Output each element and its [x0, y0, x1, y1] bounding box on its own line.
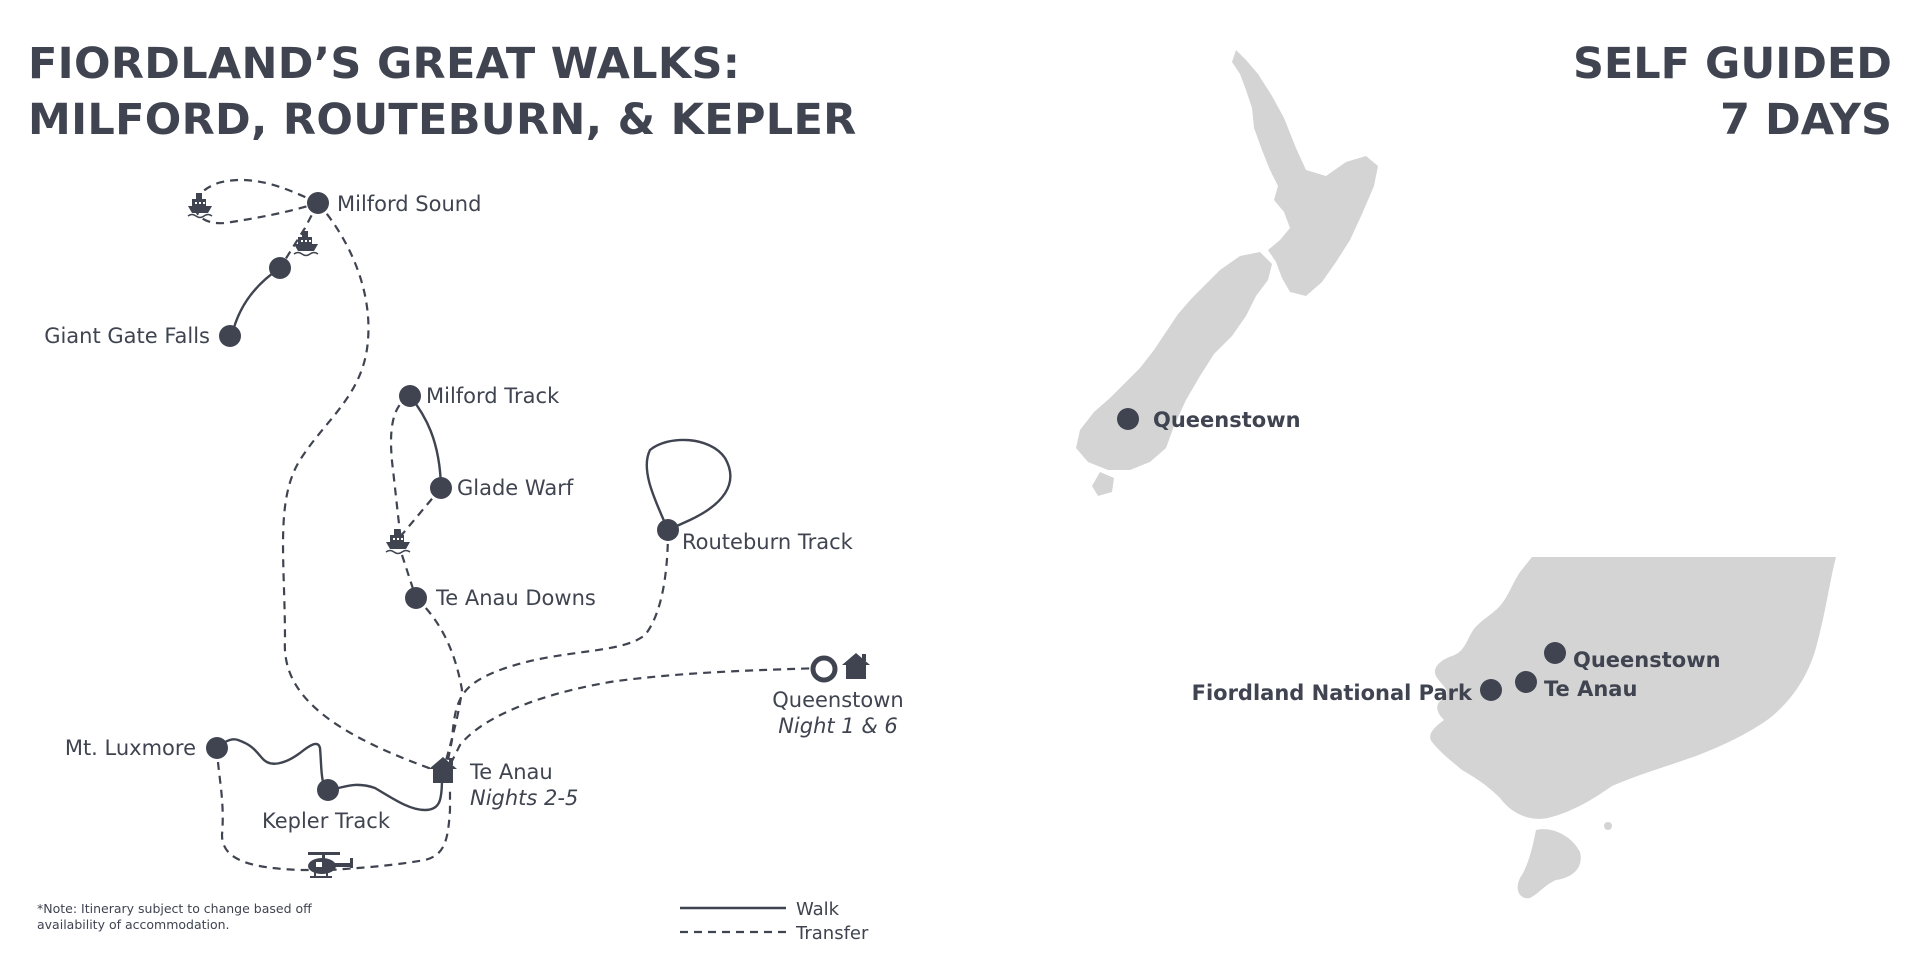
transfer-milford-track-boat — [389, 395, 411, 540]
transfer-boat-te-anau-downs — [400, 554, 418, 599]
walk-giant-gate — [230, 267, 281, 336]
transfer-milford-sound-boat — [279, 202, 319, 269]
label-routeburn-track: Routeburn Track — [682, 530, 854, 554]
stewart-island-shape — [1092, 472, 1114, 496]
boat-icon — [293, 230, 319, 257]
label-milford-sound: Milford Sound — [337, 192, 481, 216]
stop-te-anau-downs — [405, 587, 427, 609]
badge-line-2: 7 DAYS — [1720, 95, 1892, 145]
helicopter-icon — [308, 852, 353, 878]
stop-giant-gate-falls — [219, 325, 241, 347]
transfer-milford-sound-loop — [194, 178, 319, 225]
stop-mt-luxmore — [206, 737, 228, 759]
region-land-shape — [1430, 557, 1836, 819]
boat-icon — [187, 192, 213, 219]
transfer-te-anau-downs-te-anau — [415, 597, 464, 769]
footnote-line-2: availability of accommodation. — [37, 917, 230, 932]
region-small-island — [1517, 829, 1581, 899]
stop-giant-gate-upper — [269, 257, 291, 279]
label-te-anau: Te Anau — [469, 760, 553, 784]
south-island-shape — [1076, 252, 1272, 470]
walk-routeburn-loop — [645, 438, 732, 532]
transfer-queenstown-te-anau — [449, 666, 824, 766]
label-kepler-track: Kepler Track — [262, 809, 391, 833]
footnote-line-1: *Note: Itinerary subject to change based… — [37, 901, 312, 916]
marker-fiordland-inset — [1480, 679, 1502, 701]
label-giant-gate-falls: Giant Gate Falls — [44, 324, 210, 348]
house-icon — [842, 653, 870, 679]
walk-kepler-track — [216, 738, 444, 812]
label-te-anau-downs: Te Anau Downs — [435, 586, 596, 610]
legend-walk-label: Walk — [796, 899, 840, 920]
legend-transfer-label: Transfer — [795, 923, 869, 944]
label-te-anau-nights: Nights 2-5 — [470, 786, 578, 810]
label-milford-track: Milford Track — [426, 384, 560, 408]
transfer-milford-te-anau — [281, 202, 441, 774]
badge-line-1: SELF GUIDED — [1572, 39, 1892, 89]
label-queenstown-inset: Queenstown — [1573, 648, 1721, 672]
stop-routeburn-track — [657, 519, 679, 541]
label-te-anau-inset: Te Anau — [1544, 677, 1637, 701]
transfer-glade-boat — [399, 487, 442, 538]
page-title: FIORDLAND’S GREAT WALKS: MILFORD, ROUTEB… — [28, 36, 857, 148]
label-queenstown-nz: Queenstown — [1153, 408, 1301, 432]
label-fiordland-inset: Fiordland National Park — [1192, 681, 1473, 705]
walk-milford-track — [409, 395, 443, 489]
north-island-shape — [1232, 50, 1378, 296]
region-inset-map — [1430, 557, 1836, 899]
title-line-2: MILFORD, ROUTEBURN, & KEPLER — [28, 95, 857, 145]
transfer-routeburn-te-anau — [445, 529, 670, 766]
label-queenstown: Queenstown — [772, 688, 904, 712]
stop-glade-warf — [430, 477, 452, 499]
marker-queenstown-inset — [1544, 642, 1566, 664]
title-line-1: FIORDLAND’S GREAT WALKS: — [28, 39, 741, 89]
marker-te-anau-inset — [1515, 671, 1537, 693]
house-icon — [429, 757, 457, 783]
label-mt-luxmore: Mt. Luxmore — [65, 736, 196, 760]
stop-milford-track — [399, 385, 421, 407]
legend: Walk Transfer — [680, 899, 869, 944]
start-marker-icon — [810, 655, 838, 683]
transfer-kepler-heli — [215, 747, 452, 872]
boat-icon — [385, 528, 411, 555]
stop-milford-sound — [307, 192, 329, 214]
marker-queenstown-nz — [1117, 408, 1139, 430]
stop-kepler-track — [317, 779, 339, 801]
label-queenstown-nights: Night 1 & 6 — [778, 714, 898, 738]
label-glade-warf: Glade Warf — [457, 476, 574, 500]
trip-type-badge: SELF GUIDED 7 DAYS — [1573, 36, 1892, 148]
